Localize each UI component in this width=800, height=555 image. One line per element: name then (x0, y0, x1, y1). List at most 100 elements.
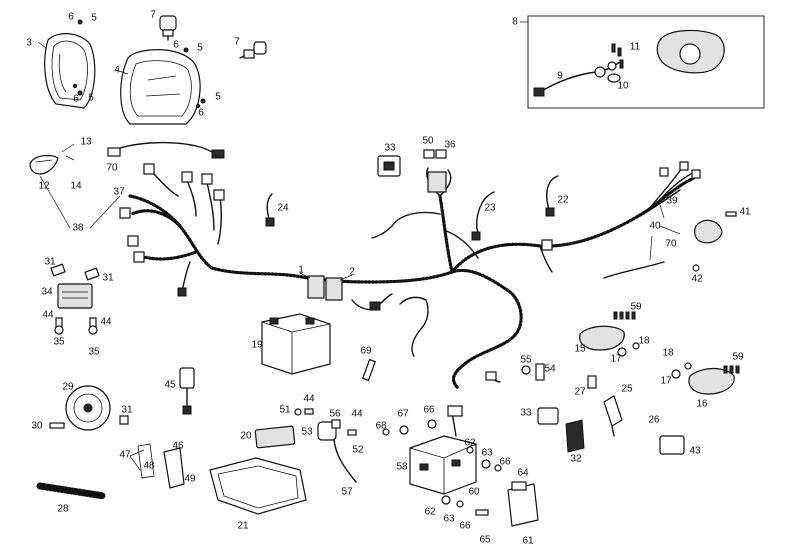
callout-4: 4 (114, 65, 120, 76)
leader-lines (37, 21, 681, 471)
callout-24: 24 (277, 203, 289, 214)
callout-70a: 70 (106, 163, 118, 174)
bracket-46 (163, 447, 185, 489)
callout-35a: 35 (53, 337, 65, 348)
callout-7b: 7 (234, 37, 240, 48)
callout-9: 9 (557, 71, 563, 82)
relay-33-bottom (537, 407, 559, 425)
callout-37: 37 (113, 187, 125, 198)
callout-63a: 63 (481, 448, 493, 459)
callout-32: 32 (570, 454, 582, 465)
clip-56 (331, 419, 341, 429)
callout-47: 47 (119, 450, 131, 461)
clip-27 (587, 375, 597, 389)
plate-light-39 (694, 219, 723, 244)
callout-33a: 33 (384, 143, 396, 154)
callout-13: 13 (80, 137, 92, 148)
callout-5d: 5 (215, 92, 221, 103)
callout-48: 48 (143, 461, 155, 472)
fuse-box-58 (409, 405, 477, 495)
callout-29: 29 (62, 382, 74, 393)
bolts-35-44 (54, 317, 98, 335)
main-harness (119, 161, 701, 390)
callout-6a: 6 (68, 12, 74, 23)
callout-1: 1 (298, 265, 304, 276)
callout-23: 23 (484, 203, 496, 214)
callout-28: 28 (57, 504, 69, 515)
wire-24 (265, 193, 275, 227)
callout-44a: 44 (42, 310, 54, 321)
clips-31 (50, 263, 100, 281)
callout-66b: 66 (499, 457, 511, 468)
horn-29 (65, 385, 111, 431)
wire-22 (545, 175, 559, 217)
callout-labels: 1 2 3 4 5 5 5 5 6 6 6 6 7 7 8 9 10 11 12… (26, 10, 751, 547)
screws-59 (613, 311, 740, 374)
callout-16: 16 (696, 399, 708, 410)
small-parts-51-52 (294, 408, 357, 436)
callout-66c: 66 (459, 521, 471, 532)
callout-7a: 7 (150, 10, 156, 21)
callout-70b: 70 (665, 239, 677, 250)
callout-6c: 6 (73, 94, 79, 105)
callout-30: 30 (31, 421, 43, 432)
callout-2: 2 (349, 267, 355, 278)
callout-53: 53 (301, 427, 313, 438)
callout-31c: 31 (121, 405, 133, 416)
callout-40: 40 (649, 221, 661, 232)
pins-11 (611, 43, 624, 69)
callout-25: 25 (621, 384, 633, 395)
callout-51: 51 (279, 405, 291, 416)
callout-6d: 6 (198, 108, 204, 119)
callout-59b: 59 (732, 352, 744, 363)
callout-43: 43 (689, 446, 701, 457)
callout-65: 65 (479, 535, 491, 546)
nut-42 (692, 264, 700, 272)
callout-36: 36 (444, 140, 456, 151)
callout-57: 57 (341, 487, 353, 498)
callout-61: 61 (522, 536, 534, 547)
clip-31-bottom (119, 415, 129, 425)
callout-67: 67 (397, 409, 409, 420)
clip-50-36 (423, 149, 447, 159)
callout-44b: 44 (100, 317, 112, 328)
callout-8: 8 (512, 17, 518, 28)
callout-44d: 44 (351, 409, 363, 420)
washers-17-18 (617, 342, 692, 379)
nuts-66-67-68 (382, 419, 437, 436)
callout-20: 20 (240, 431, 252, 442)
callout-17a: 17 (610, 354, 622, 365)
bulb-10 (607, 73, 621, 83)
callout-52: 52 (352, 445, 364, 456)
callout-46: 46 (172, 441, 184, 452)
wire-23 (471, 191, 495, 241)
harness-37 (107, 141, 225, 159)
battery-tray-21 (209, 457, 307, 515)
callout-38: 38 (72, 223, 84, 234)
cable-70-right (603, 261, 665, 279)
bracket-32 (565, 419, 585, 453)
callout-17b: 17 (660, 376, 672, 387)
switch-25 (603, 395, 623, 437)
callout-56: 56 (329, 409, 341, 420)
callout-3: 3 (26, 38, 32, 49)
bolt-41 (725, 211, 737, 217)
callout-11: 11 (630, 42, 641, 53)
callout-33b: 33 (520, 408, 532, 419)
callout-69: 69 (360, 346, 372, 357)
harness-9 (533, 61, 621, 97)
sensor-54-55 (521, 363, 545, 381)
callout-31a: 31 (44, 257, 56, 268)
callout-14: 14 (70, 181, 82, 192)
screws-5-6 (72, 19, 206, 109)
callout-26: 26 (648, 415, 660, 426)
callout-18a: 18 (638, 336, 650, 347)
regulator-34 (57, 283, 93, 309)
callout-39: 39 (666, 196, 678, 207)
headlight-housing-3 (44, 33, 96, 109)
callout-59a: 59 (630, 302, 642, 313)
callout-49: 49 (184, 474, 196, 485)
bulb-7-left (159, 15, 177, 41)
headlight-lens-4 (120, 49, 201, 125)
callout-63b: 63 (443, 514, 455, 525)
